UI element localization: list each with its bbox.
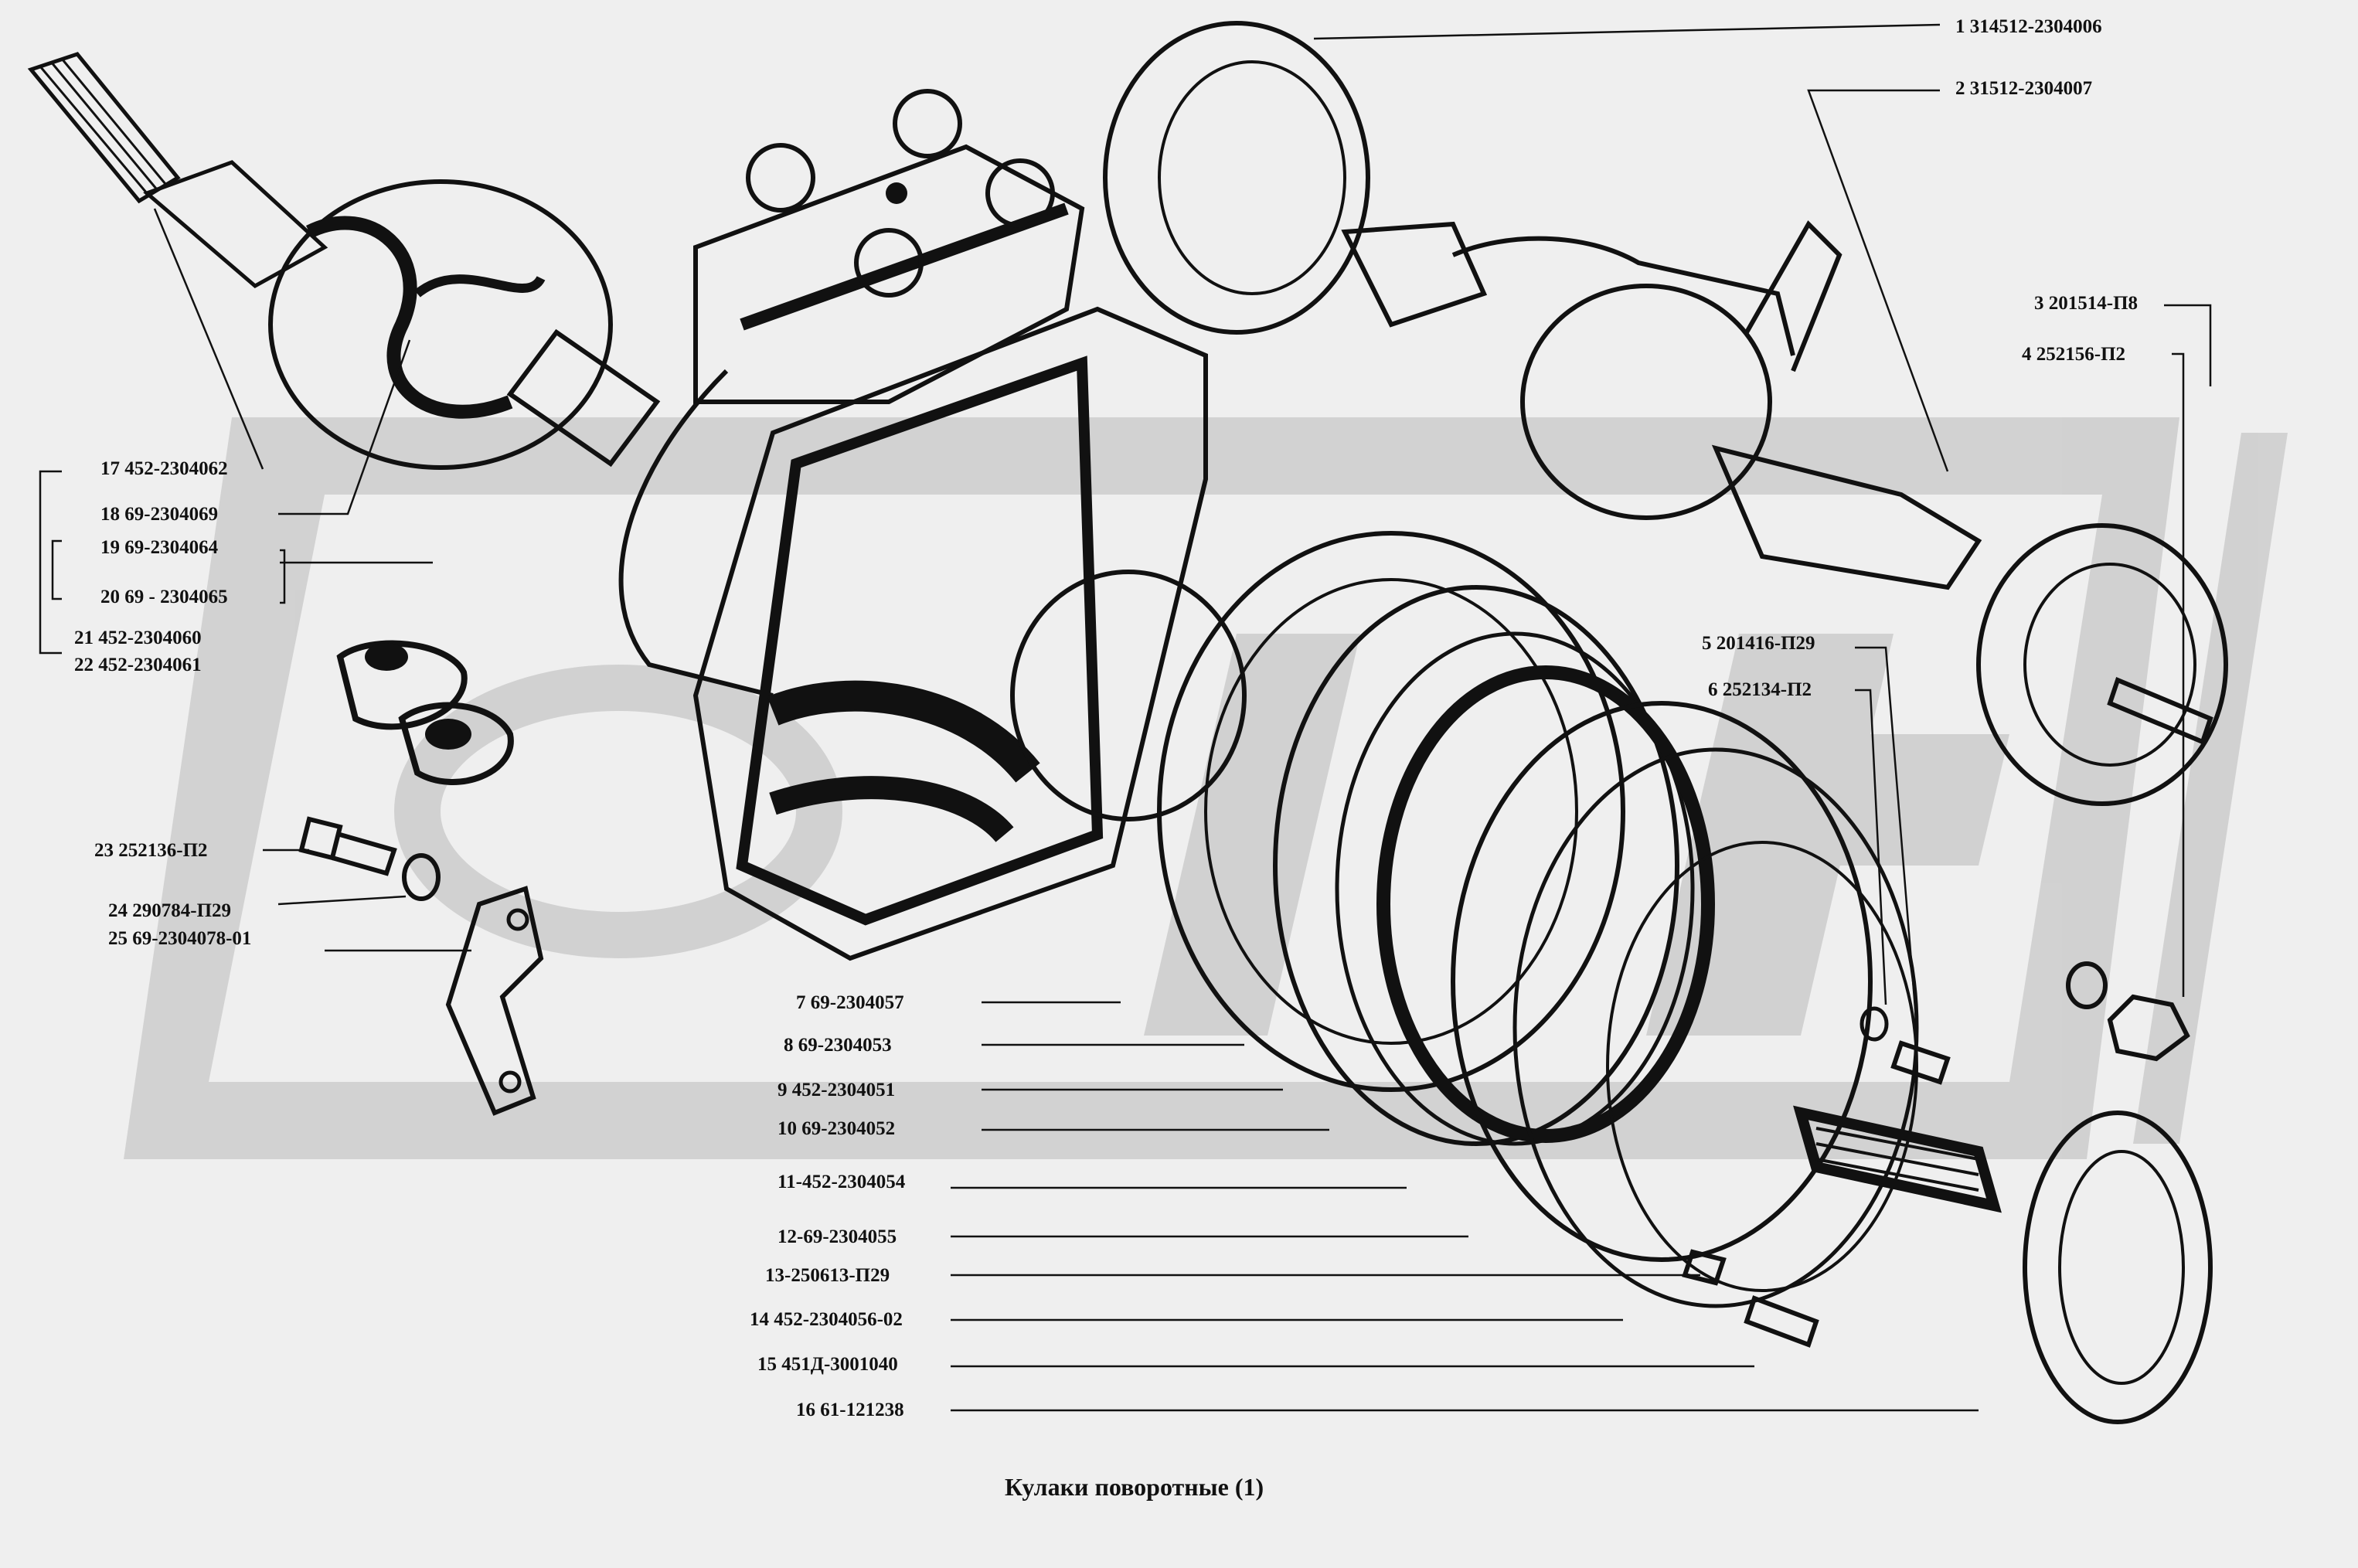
part-label-11: 11-452-2304054	[777, 1172, 906, 1192]
part-label-14: 14 452-2304056-02	[750, 1309, 903, 1330]
part-label-10: 10 69-2304052	[777, 1118, 895, 1139]
group-bracket	[39, 470, 286, 655]
part-label-19: 19 69-2304064	[100, 537, 219, 558]
stud-nuts	[746, 89, 1055, 298]
part-label-2: 2 31512-2304007	[1955, 78, 2092, 99]
part-label-3: 3 201514-П8	[2034, 293, 2138, 314]
leader-lines	[153, 23, 2212, 1412]
part-label-4: 4 252156-П2	[2022, 344, 2125, 365]
diagram-caption: Кулаки поворотные (1)	[1005, 1473, 1264, 1501]
part-label-6: 6 252134-П2	[1708, 679, 1812, 700]
part-label-16: 16 61-121238	[796, 1400, 904, 1420]
part-label-5: 5 201416-П29	[1702, 633, 1815, 654]
steering-knuckle-housing	[336, 89, 1247, 961]
part-label-22: 22 452-2304061	[74, 655, 202, 675]
part-label-23: 23 252136-П2	[94, 840, 208, 861]
part-label-25: 25 69-2304078-01	[108, 928, 251, 949]
part-label-13: 13-250613-П29	[765, 1265, 890, 1286]
part-label-24: 24 290784-П29	[108, 900, 231, 921]
part-label-12: 12-69-2304055	[777, 1226, 897, 1247]
part-label-15: 15 451Д-3001040	[757, 1354, 898, 1375]
part-labels: 1 314512-2304006 2 31512-2304007 3 20151…	[74, 16, 2138, 1420]
part-label-1: 1 314512-2304006	[1955, 16, 2102, 37]
axle-shaft-cv-joint	[27, 52, 661, 470]
part-label-7: 7 69-2304057	[796, 992, 904, 1013]
part-label-8: 8 69-2304053	[784, 1035, 892, 1056]
part-label-21: 21 452-2304060	[74, 628, 202, 648]
part-label-9: 9 452-2304051	[777, 1080, 895, 1100]
brake-and-differential-assembly	[1103, 21, 2228, 806]
part-label-20: 20 69 - 2304065	[100, 587, 228, 607]
hardware-bolts-washers	[298, 816, 2190, 1348]
part-label-17: 17 452-2304062	[100, 458, 228, 479]
part-label-18: 18 69-2304069	[100, 504, 218, 525]
